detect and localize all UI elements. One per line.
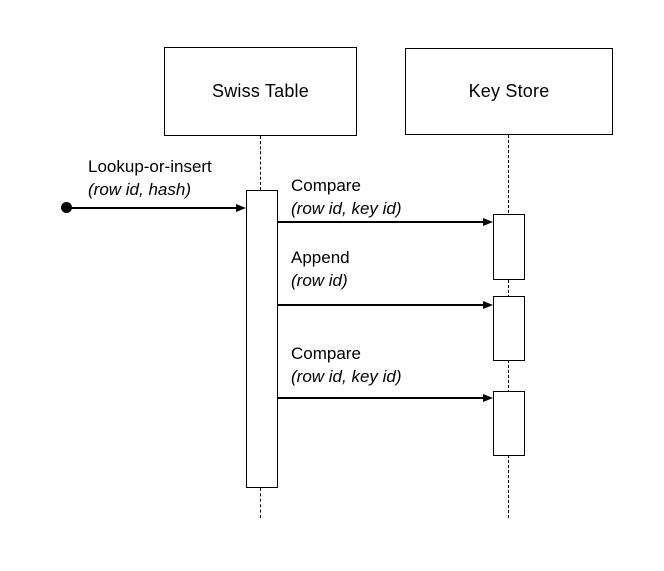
arrowhead-append-icon: [483, 300, 493, 309]
participant-box-key-store: Key Store: [405, 48, 613, 135]
message-name-compare-1: Compare: [291, 176, 361, 195]
message-params-lookup-or-insert: (row id, hash): [88, 180, 191, 199]
message-params-compare-1: (row id, key id): [291, 199, 402, 218]
found-message-circle: [61, 202, 72, 213]
message-label-compare-1: Compare (row id, key id): [291, 174, 402, 220]
arrowhead-lookup-or-insert-icon: [236, 203, 246, 212]
message-line-lookup-or-insert: [70, 207, 237, 209]
message-line-append: [278, 304, 484, 306]
activation-swiss-table: [246, 190, 278, 488]
participant-label-swiss-table: Swiss Table: [212, 81, 309, 101]
message-line-compare-2: [278, 397, 484, 399]
activation-key-store-2: [493, 296, 525, 361]
participant-label-key-store: Key Store: [468, 81, 550, 101]
message-name-compare-2: Compare: [291, 344, 361, 363]
message-params-compare-2: (row id, key id): [291, 367, 402, 386]
activation-key-store-1: [493, 214, 525, 280]
arrowhead-compare-2-icon: [483, 393, 493, 402]
message-line-compare-1: [278, 221, 484, 223]
message-label-compare-2: Compare (row id, key id): [291, 342, 402, 388]
message-label-append: Append (row id): [291, 246, 350, 292]
lifeline-swiss-table-lower: [260, 488, 261, 518]
message-params-append: (row id): [291, 271, 348, 290]
message-name-lookup-or-insert: Lookup-or-insert: [88, 157, 212, 176]
lifeline-swiss-table-upper: [260, 136, 261, 190]
message-name-append: Append: [291, 248, 350, 267]
participant-box-swiss-table: Swiss Table: [164, 47, 357, 136]
message-label-lookup-or-insert: Lookup-or-insert (row id, hash): [88, 155, 212, 201]
activation-key-store-3: [493, 391, 525, 456]
arrowhead-compare-1-icon: [483, 217, 493, 226]
